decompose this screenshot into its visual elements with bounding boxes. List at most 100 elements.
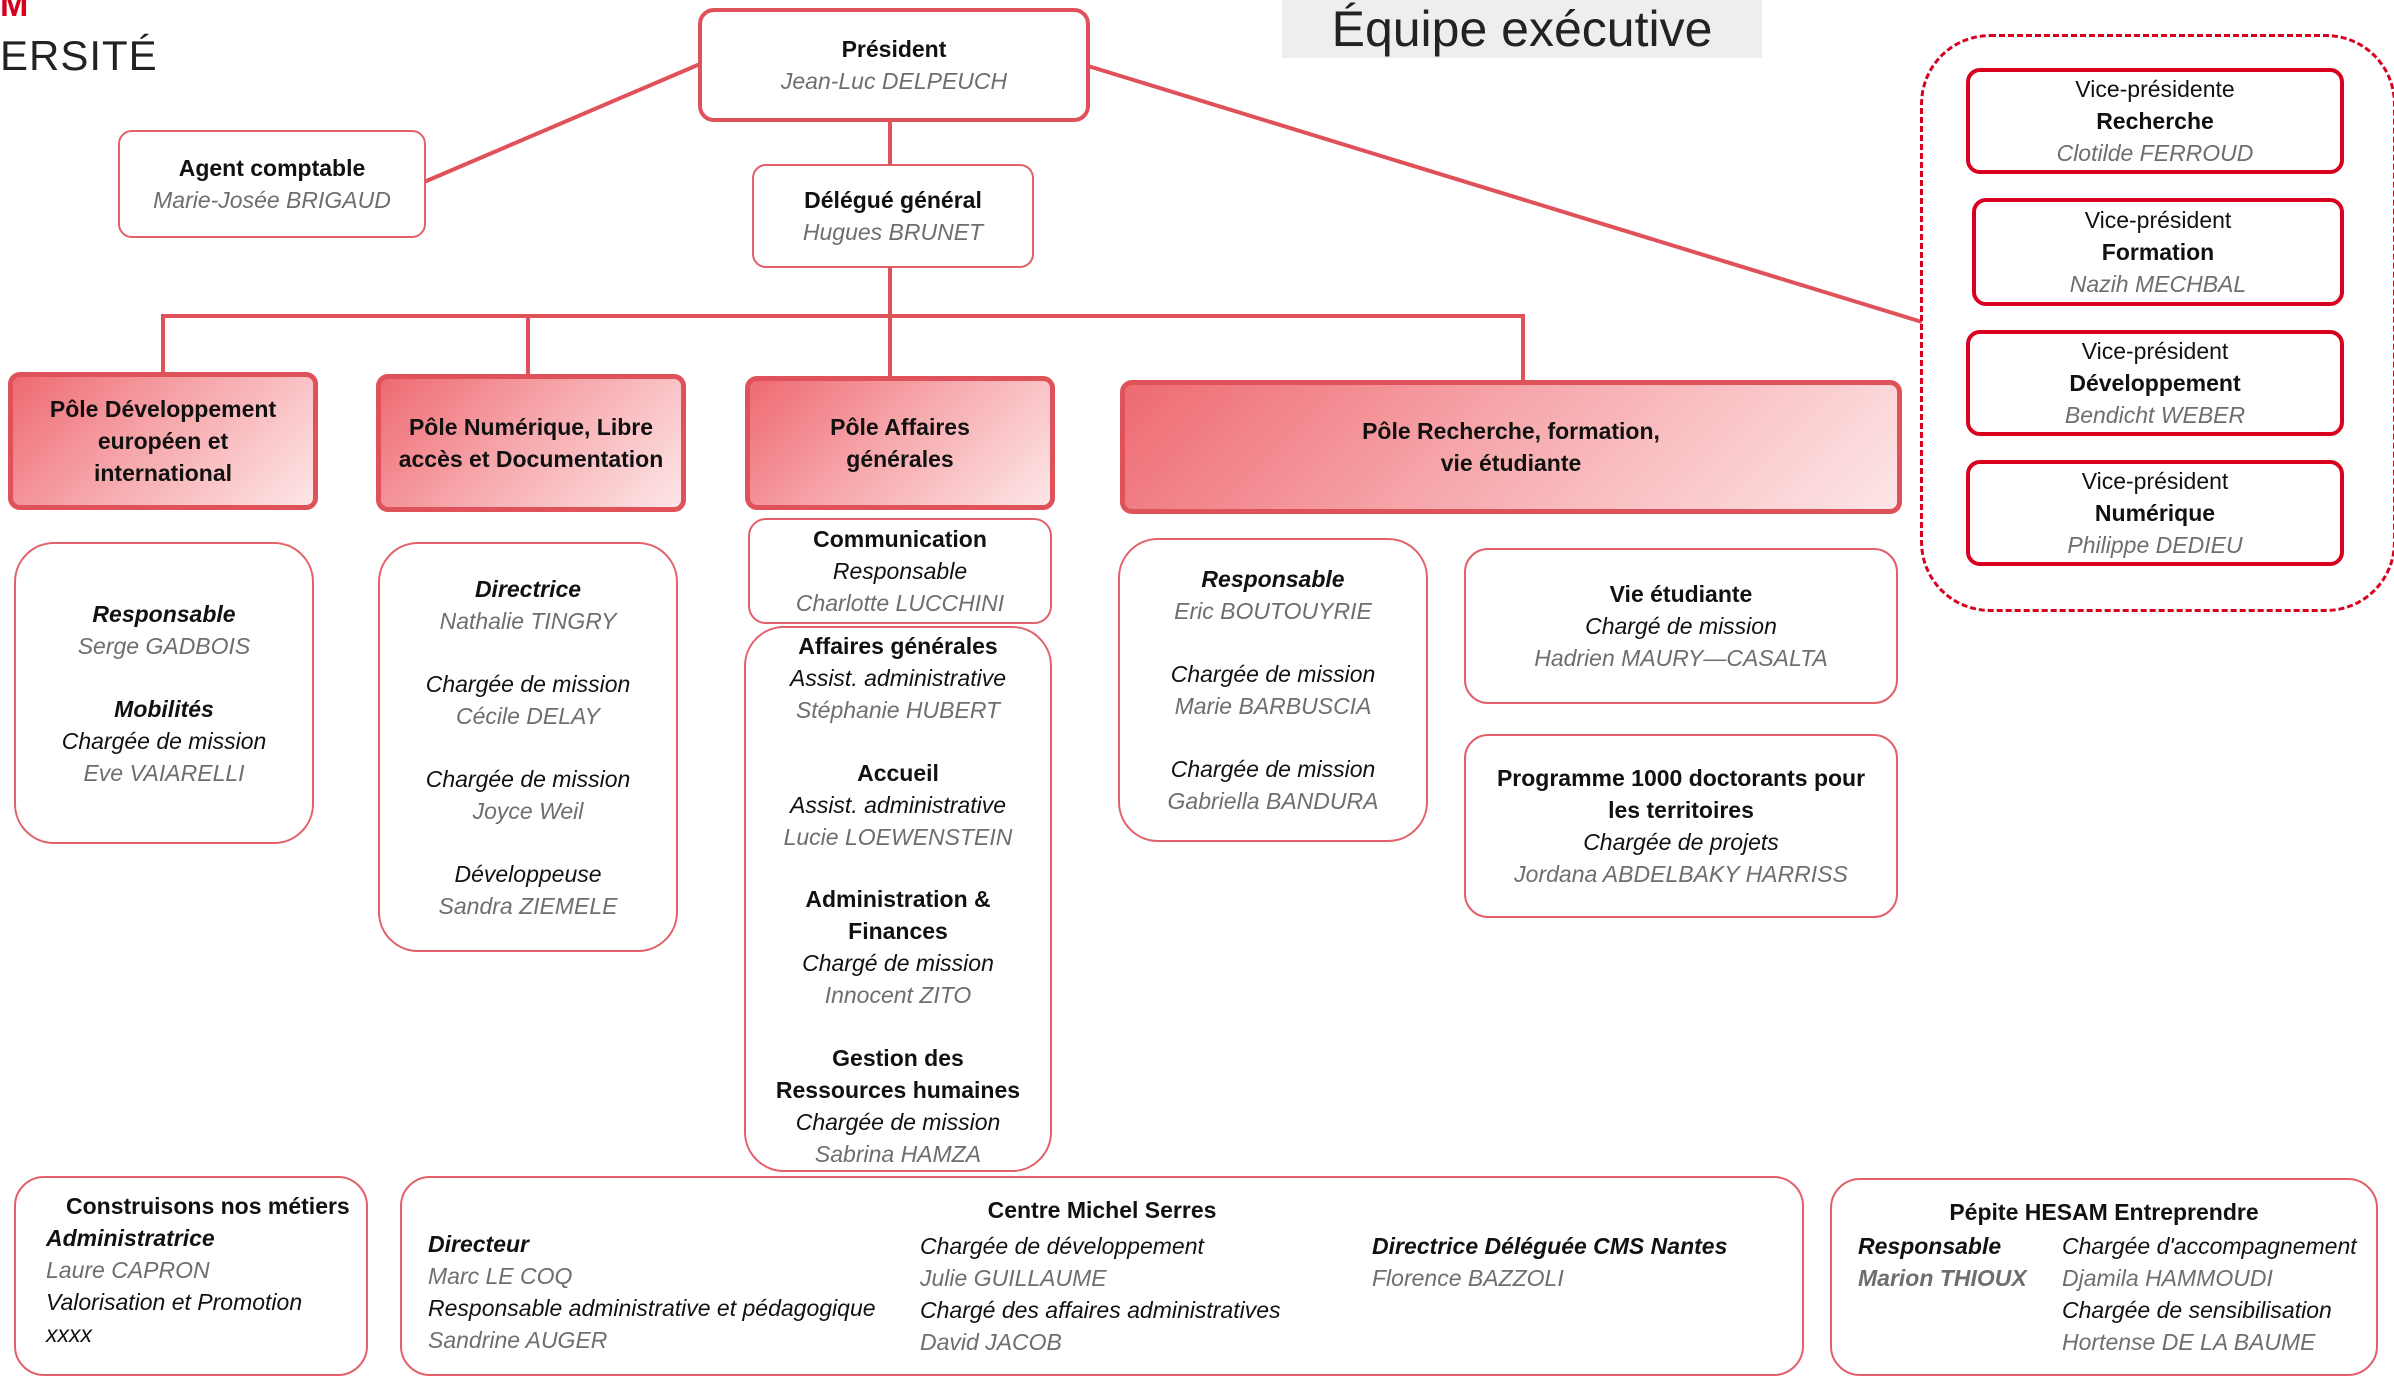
person-name: Cécile DELAY bbox=[455, 702, 601, 729]
section-title: Pépite HESAM Entreprendre bbox=[1949, 1199, 2259, 1225]
person-name: Stéphanie HUBERT bbox=[795, 697, 1001, 723]
construisons-box: Construisons nos métiers Administratrice… bbox=[14, 1176, 368, 1376]
cms-column-1: Directeur Marc LE COQ Responsable admini… bbox=[428, 1228, 876, 1356]
role-title: Assist. administrative bbox=[789, 791, 1006, 818]
person-name: David JACOB bbox=[920, 1329, 1062, 1355]
person-name: Florence BAZZOLI bbox=[1372, 1265, 1564, 1291]
person-name: Joyce Weil bbox=[472, 797, 584, 824]
role-title: Responsable bbox=[1201, 566, 1345, 592]
role-title: Directeur bbox=[428, 1231, 529, 1257]
role-title: Chargée de mission bbox=[1170, 661, 1376, 687]
vp-role: Vice-président bbox=[2084, 207, 2232, 233]
role-title: Chargée d'accompagnement bbox=[2062, 1233, 2357, 1259]
pole-label: Pôle Affaires générales bbox=[830, 414, 970, 472]
page-title: Équipe exécutive bbox=[1282, 0, 1762, 58]
person-name: Nathalie TINGRY bbox=[439, 607, 617, 634]
person-name: Laure CAPRON bbox=[46, 1257, 210, 1283]
section-title: Programme 1000 doctorants pour bbox=[1496, 765, 1866, 791]
role-title: Chargée de mission bbox=[1170, 756, 1376, 782]
person-name: Marc LE COQ bbox=[428, 1263, 573, 1289]
cms-column-2: Chargée de développement Julie GUILLAUME… bbox=[920, 1230, 1281, 1358]
delegue-role: Délégué général bbox=[804, 187, 982, 213]
president-name: Jean-Luc DELPEUCH bbox=[780, 68, 1008, 94]
role-title: Développeuse bbox=[454, 860, 602, 887]
pole4-team: Responsable Eric BOUTOUYRIE Chargée de m… bbox=[1118, 538, 1428, 842]
pole-label: Pôle Recherche, formation, vie étudiante bbox=[1362, 418, 1660, 476]
person-name: Sandrine AUGER bbox=[428, 1327, 608, 1353]
person-name: Innocent ZITO bbox=[824, 982, 972, 1009]
pole3-team: Affaires générales Assist. administrativ… bbox=[744, 626, 1052, 1172]
section-title: Affaires générales bbox=[798, 633, 998, 659]
role-title: Responsable administrative et pédagogiqu… bbox=[428, 1295, 876, 1321]
president-box: Président Jean-Luc DELPEUCH bbox=[698, 8, 1090, 122]
person-name: Jordana ABDELBAKY HARRISS bbox=[1514, 861, 1848, 887]
person-name: Eve VAIARELLI bbox=[83, 759, 245, 786]
role-title: Responsable bbox=[1858, 1233, 2002, 1259]
person-name: Djamila HAMMOUDI bbox=[2062, 1265, 2273, 1291]
person-name: Marie BARBUSCIA bbox=[1174, 693, 1372, 719]
person-name: Marion THIOUX bbox=[1858, 1265, 2027, 1291]
person-name: xxxx bbox=[46, 1321, 92, 1347]
line-president-vps bbox=[1087, 64, 1923, 324]
role-title: Chargée de mission bbox=[425, 670, 631, 697]
pepite-box: Pépite HESAM Entreprendre bbox=[1830, 1178, 2378, 1376]
pole2-team: Directrice Nathalie TINGRY Chargée de mi… bbox=[378, 542, 678, 952]
president-role: Président bbox=[841, 36, 947, 62]
role-title: Administratrice bbox=[46, 1225, 215, 1251]
section-title: Centre Michel Serres bbox=[987, 1197, 1217, 1223]
section-title: Communication bbox=[813, 526, 987, 552]
role-title: Valorisation et Promotion bbox=[46, 1289, 303, 1315]
centre-michel-serres-box: Centre Michel Serres bbox=[400, 1176, 1804, 1376]
vp-card-numerique: Vice-président Numérique Philippe DEDIEU bbox=[1966, 460, 2344, 566]
vp-card-formation: Vice-président Formation Nazih MECHBAL bbox=[1972, 198, 2344, 306]
person-name: Lucie LOEWENSTEIN bbox=[783, 823, 1013, 850]
person-name: Gabriella BANDURA bbox=[1167, 788, 1379, 814]
role-title: Chargée de mission bbox=[425, 765, 631, 792]
vp-card-developpement: Vice-président Développement Bendicht WE… bbox=[1966, 330, 2344, 436]
person-name: Hadrien MAURY—CASALTA bbox=[1534, 645, 1828, 671]
person-name: Julie GUILLAUME bbox=[920, 1265, 1107, 1291]
section-title: Mobilités bbox=[114, 695, 214, 722]
agent-role: Agent comptable bbox=[178, 155, 366, 181]
role-title: Chargée de sensibilisation bbox=[2062, 1297, 2332, 1323]
vp-name: Bendicht WEBER bbox=[2064, 402, 2246, 428]
person-name: Hortense DE LA BAUME bbox=[2062, 1329, 2316, 1355]
person-name: Serge GADBOIS bbox=[77, 632, 251, 659]
role-title: Chargée de développement bbox=[920, 1233, 1204, 1259]
pole-label: Pôle Développement européen et internati… bbox=[49, 396, 277, 486]
section-title: Ressources humaines bbox=[775, 1077, 1021, 1104]
cms-column-3: Directrice Déléguée CMS Nantes Florence … bbox=[1372, 1230, 1727, 1294]
role-title: Chargée de projets bbox=[1583, 829, 1779, 855]
person-name: Charlotte LUCCHINI bbox=[795, 590, 1005, 616]
agent-name: Marie-Josée BRIGAUD bbox=[153, 187, 391, 213]
section-title: Vie étudiante bbox=[1609, 581, 1753, 607]
section-title: Administration & bbox=[805, 886, 991, 913]
section-title: les territoires bbox=[1608, 797, 1754, 823]
pepite-column-2: Chargée d'accompagnement Djamila HAMMOUD… bbox=[2062, 1230, 2357, 1358]
delegue-box: Délégué général Hugues BRUNET bbox=[752, 164, 1034, 268]
role-title: Chargé des affaires administratives bbox=[920, 1297, 1281, 1323]
vp-role: Vice-président bbox=[2081, 468, 2229, 494]
agent-box: Agent comptable Marie-Josée BRIGAUD bbox=[118, 130, 426, 238]
vie-etudiante-box: Vie étudiante Chargé de mission Hadrien … bbox=[1464, 548, 1898, 704]
pole-developpement: Pôle Développement européen et internati… bbox=[8, 372, 318, 510]
logo-mark: M bbox=[0, 0, 29, 24]
vp-domain: Développement bbox=[2069, 370, 2241, 396]
line-president-agent bbox=[423, 62, 701, 184]
vp-role: Vice-présidente bbox=[2075, 76, 2235, 102]
vp-domain: Numérique bbox=[2094, 500, 2216, 526]
role-title: Responsable bbox=[92, 600, 236, 627]
vp-role: Vice-président bbox=[2081, 338, 2229, 364]
role-title: Assist. administrative bbox=[789, 665, 1006, 691]
role-title: Directrice Déléguée CMS Nantes bbox=[1372, 1233, 1728, 1259]
pole-label: Pôle Numérique, Libre accès et Documenta… bbox=[398, 414, 664, 472]
section-title: Finances bbox=[848, 918, 948, 945]
person-name: Sandra ZIEMELE bbox=[438, 892, 618, 919]
person-name: Sabrina HAMZA bbox=[814, 1141, 982, 1168]
role-title: Chargée de mission bbox=[61, 727, 267, 754]
vp-card-recherche: Vice-présidente Recherche Clotilde FERRO… bbox=[1966, 68, 2344, 174]
pole1-team: Responsable Serge GADBOIS Mobilités Char… bbox=[14, 542, 314, 844]
vp-name: Clotilde FERROUD bbox=[2056, 140, 2254, 166]
vp-name: Philippe DEDIEU bbox=[2067, 532, 2243, 558]
role-title: Chargée de mission bbox=[795, 1109, 1001, 1136]
